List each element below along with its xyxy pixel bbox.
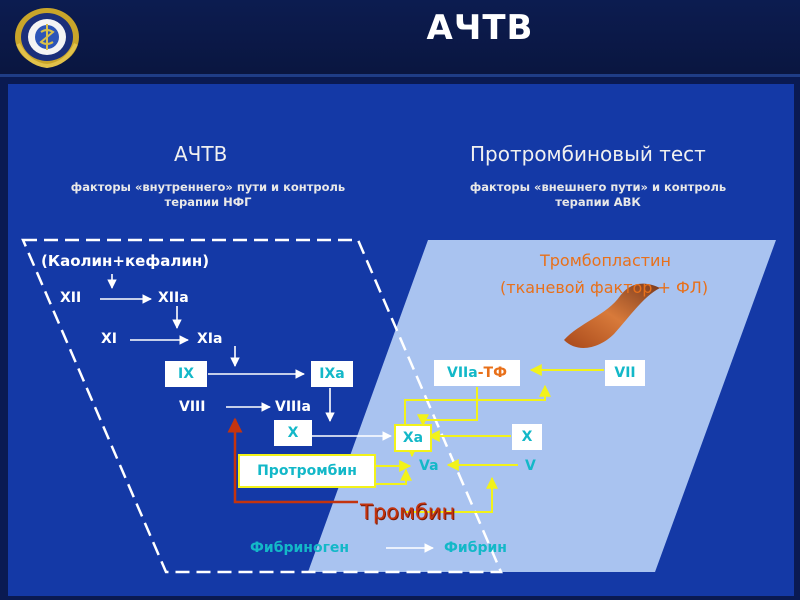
factor-vii: VII bbox=[614, 365, 635, 381]
viia-tf-box: VIIa-ТФ bbox=[434, 360, 520, 386]
left-subheading-line2: терапии НФГ bbox=[28, 195, 388, 210]
factor-viiia: VIIIa bbox=[275, 399, 311, 415]
slide-header: АЧТВ bbox=[0, 0, 800, 77]
factor-x-right: X bbox=[522, 429, 533, 445]
factor-ixa-box: IXa bbox=[311, 361, 353, 387]
fibrinogen: Фибриноген bbox=[250, 540, 349, 556]
factor-xii: XII bbox=[60, 290, 81, 306]
factor-x-left: X bbox=[288, 425, 299, 441]
tissue-factor: -ТФ bbox=[478, 365, 507, 381]
left-subheading-line1: факторы «внутреннего» пути и контроль bbox=[28, 180, 388, 195]
factor-viii: VIII bbox=[179, 399, 205, 415]
factor-vii-box: VII bbox=[605, 360, 645, 386]
factor-ix: IX bbox=[178, 366, 194, 382]
university-emblem-icon bbox=[10, 4, 84, 70]
factor-xiia: XIIa bbox=[158, 290, 189, 306]
factor-ix-box: IX bbox=[165, 361, 207, 387]
fibrin: Фибрин bbox=[444, 540, 507, 556]
right-subheading-line1: факторы «внешнего пути» и контроль bbox=[428, 180, 768, 195]
factor-xi: XI bbox=[101, 331, 117, 347]
factor-va: Va bbox=[419, 458, 439, 474]
factor-v: V bbox=[525, 458, 536, 474]
thromboplastin-label: Тромбопластин bbox=[540, 251, 671, 270]
left-heading: АЧТВ bbox=[174, 142, 227, 166]
activator-label: (Каолин+кефалин) bbox=[41, 252, 209, 270]
thromboplastin-sublabel: (тканевой фактор + ФЛ) bbox=[500, 278, 708, 297]
diagram-area: АЧТВ факторы «внутреннего» пути и контро… bbox=[8, 84, 794, 596]
factor-ixa: IXa bbox=[319, 366, 344, 382]
prothrombin: Протромбин bbox=[257, 463, 357, 479]
factor-x-right-box: X bbox=[512, 424, 542, 450]
right-heading: Протромбиновый тест bbox=[470, 142, 706, 166]
prothrombin-box: Протромбин bbox=[238, 454, 376, 488]
factor-xia: XIa bbox=[197, 331, 222, 347]
factor-xa: Xa bbox=[403, 430, 423, 446]
right-subheading-line2: терапии АВК bbox=[428, 195, 768, 210]
factor-viia: VIIa bbox=[447, 365, 478, 381]
factor-xa-box: Xa bbox=[394, 424, 432, 452]
factor-x-left-box: X bbox=[274, 420, 312, 446]
slide-title: АЧТВ bbox=[300, 8, 660, 48]
thrombin: Тромбин bbox=[360, 500, 455, 524]
